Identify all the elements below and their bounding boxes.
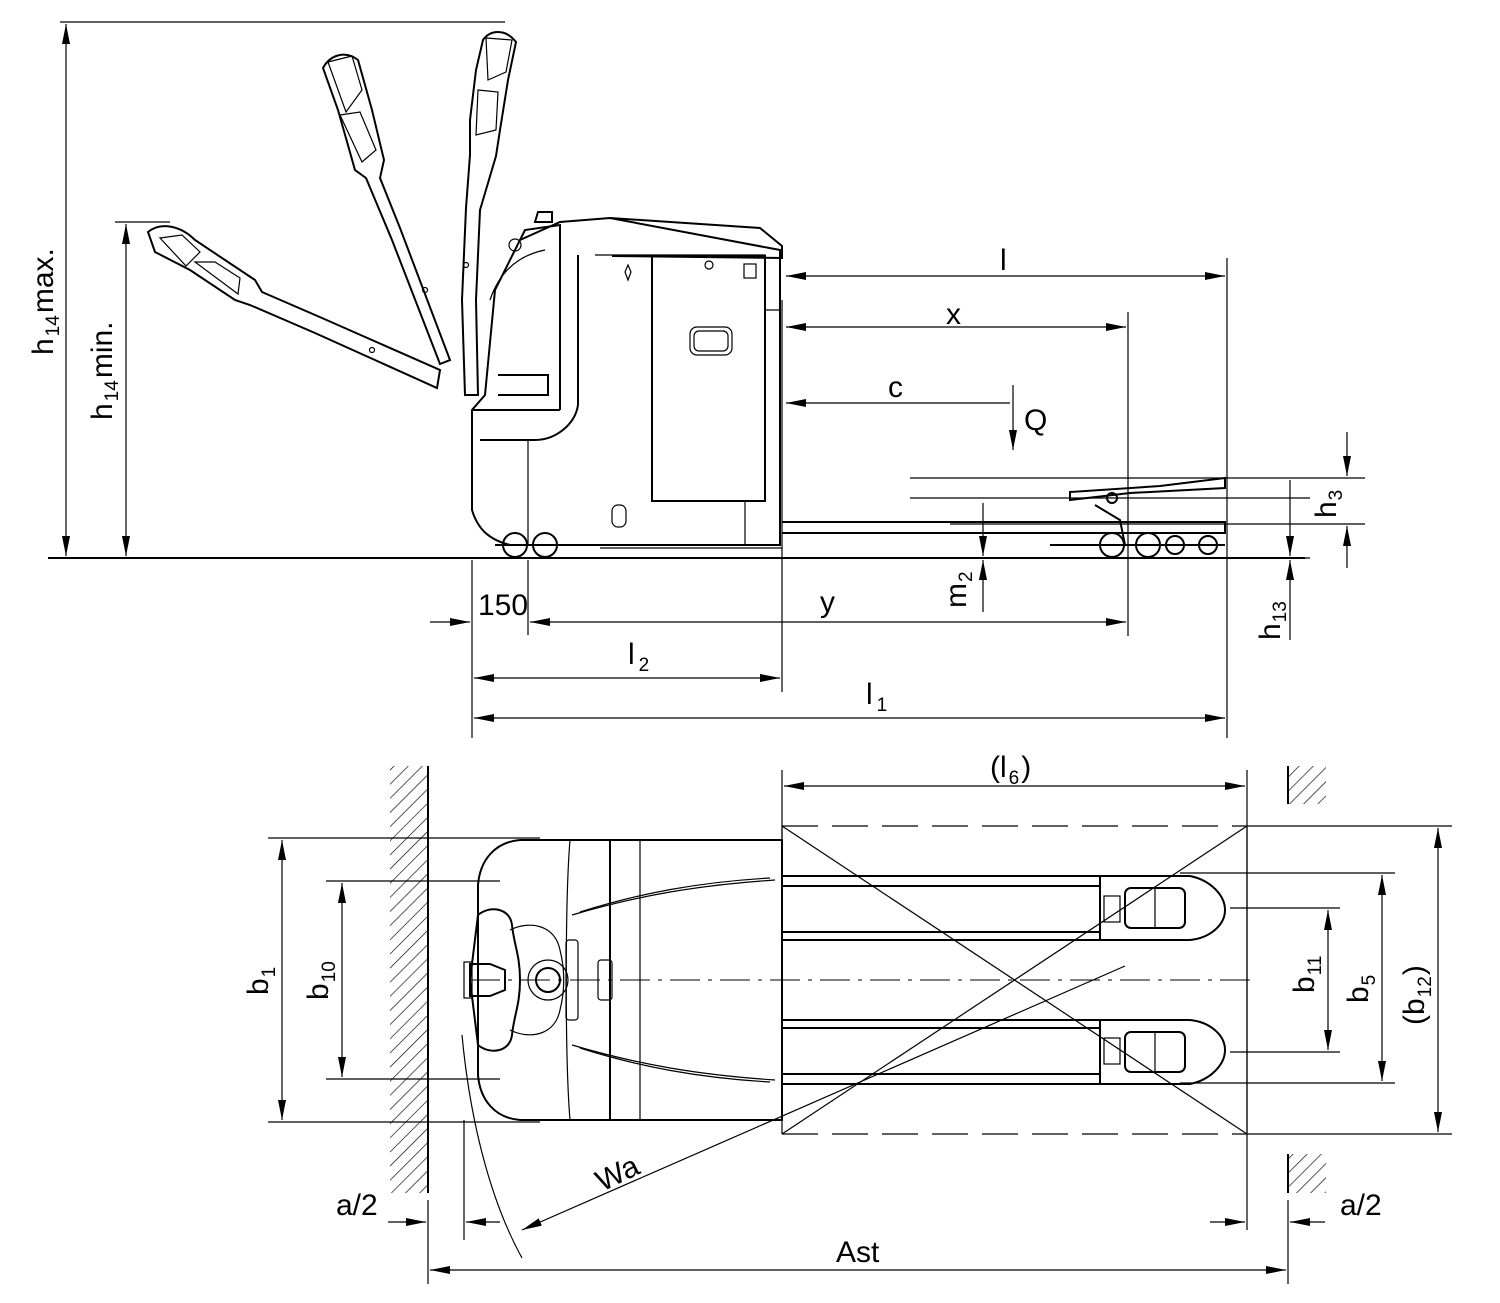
truck-top [463, 839, 783, 1121]
side-dimensions [62, 24, 1351, 722]
b1-label: b1 [242, 967, 280, 995]
h14-min-label: h14min. [86, 321, 123, 420]
forks-side [600, 476, 1226, 558]
side-view: h14max. h14min. l x c Q h3 m2 h13 150 y … [27, 21, 1365, 738]
truck-body [471, 211, 783, 558]
load-q-label: Q [1024, 404, 1047, 437]
tiller-handle-high [460, 31, 518, 396]
m2-label: m2 [940, 571, 977, 608]
top-dimensions [278, 782, 1442, 1274]
dim-150-label: 150 [478, 589, 528, 622]
h13-label: h13 [1254, 601, 1291, 640]
b11-label: b11 [1288, 956, 1326, 993]
top-view: (l6) b1 b10 b11 b5 (b12) Wa a/2 a/2 Ast [242, 751, 1452, 1284]
extension-lines [60, 21, 1365, 738]
tiller-handle-mid [321, 53, 452, 366]
b12-label: (b12) [1398, 965, 1436, 1025]
side-labels: h14max. h14min. l x c Q h3 m2 h13 150 y … [27, 244, 1347, 716]
h3-label: h3 [1310, 490, 1347, 518]
c-label: c [888, 371, 903, 404]
b5-label: b5 [1342, 975, 1380, 1003]
x-label: x [946, 298, 961, 331]
a2-left-label: a/2 [336, 1189, 378, 1222]
wa-label: Wa [591, 1149, 645, 1198]
turning-radius [461, 965, 1126, 1259]
l-label: l [1000, 244, 1007, 277]
a2-right-label: a/2 [1340, 1189, 1382, 1222]
tiller-handle-low [146, 225, 442, 390]
ast-label: Ast [836, 1236, 880, 1269]
y-label: y [820, 586, 835, 619]
b10-label: b10 [302, 961, 340, 1000]
h14-max-label: h14max. [27, 248, 64, 355]
forks-top [782, 875, 1227, 1085]
